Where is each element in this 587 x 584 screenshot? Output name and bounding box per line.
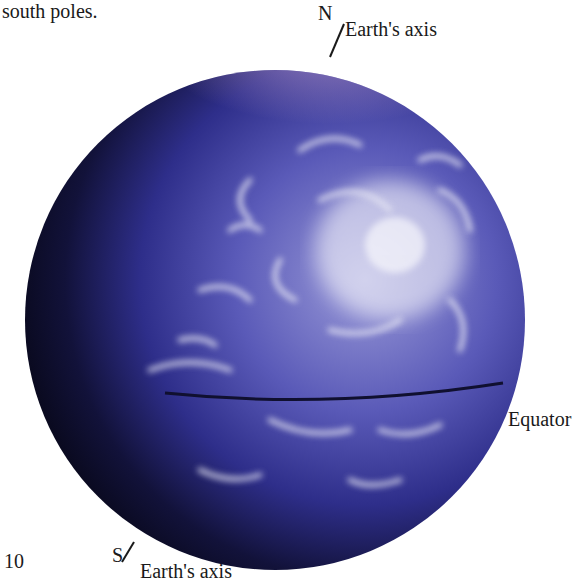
axis-line bbox=[330, 24, 344, 57]
clouds bbox=[150, 40, 503, 485]
pole-letter: S bbox=[112, 544, 123, 566]
axis-label: Earth's axis bbox=[140, 560, 232, 582]
axis-line bbox=[122, 542, 134, 562]
page-number: 10 bbox=[4, 550, 24, 572]
axis-label: Earth's axis bbox=[345, 18, 437, 40]
caption-fragment: south poles. bbox=[2, 0, 98, 22]
equator-label: Equator bbox=[508, 408, 571, 430]
equator-line bbox=[165, 383, 503, 400]
pole-letter: N bbox=[318, 2, 332, 24]
